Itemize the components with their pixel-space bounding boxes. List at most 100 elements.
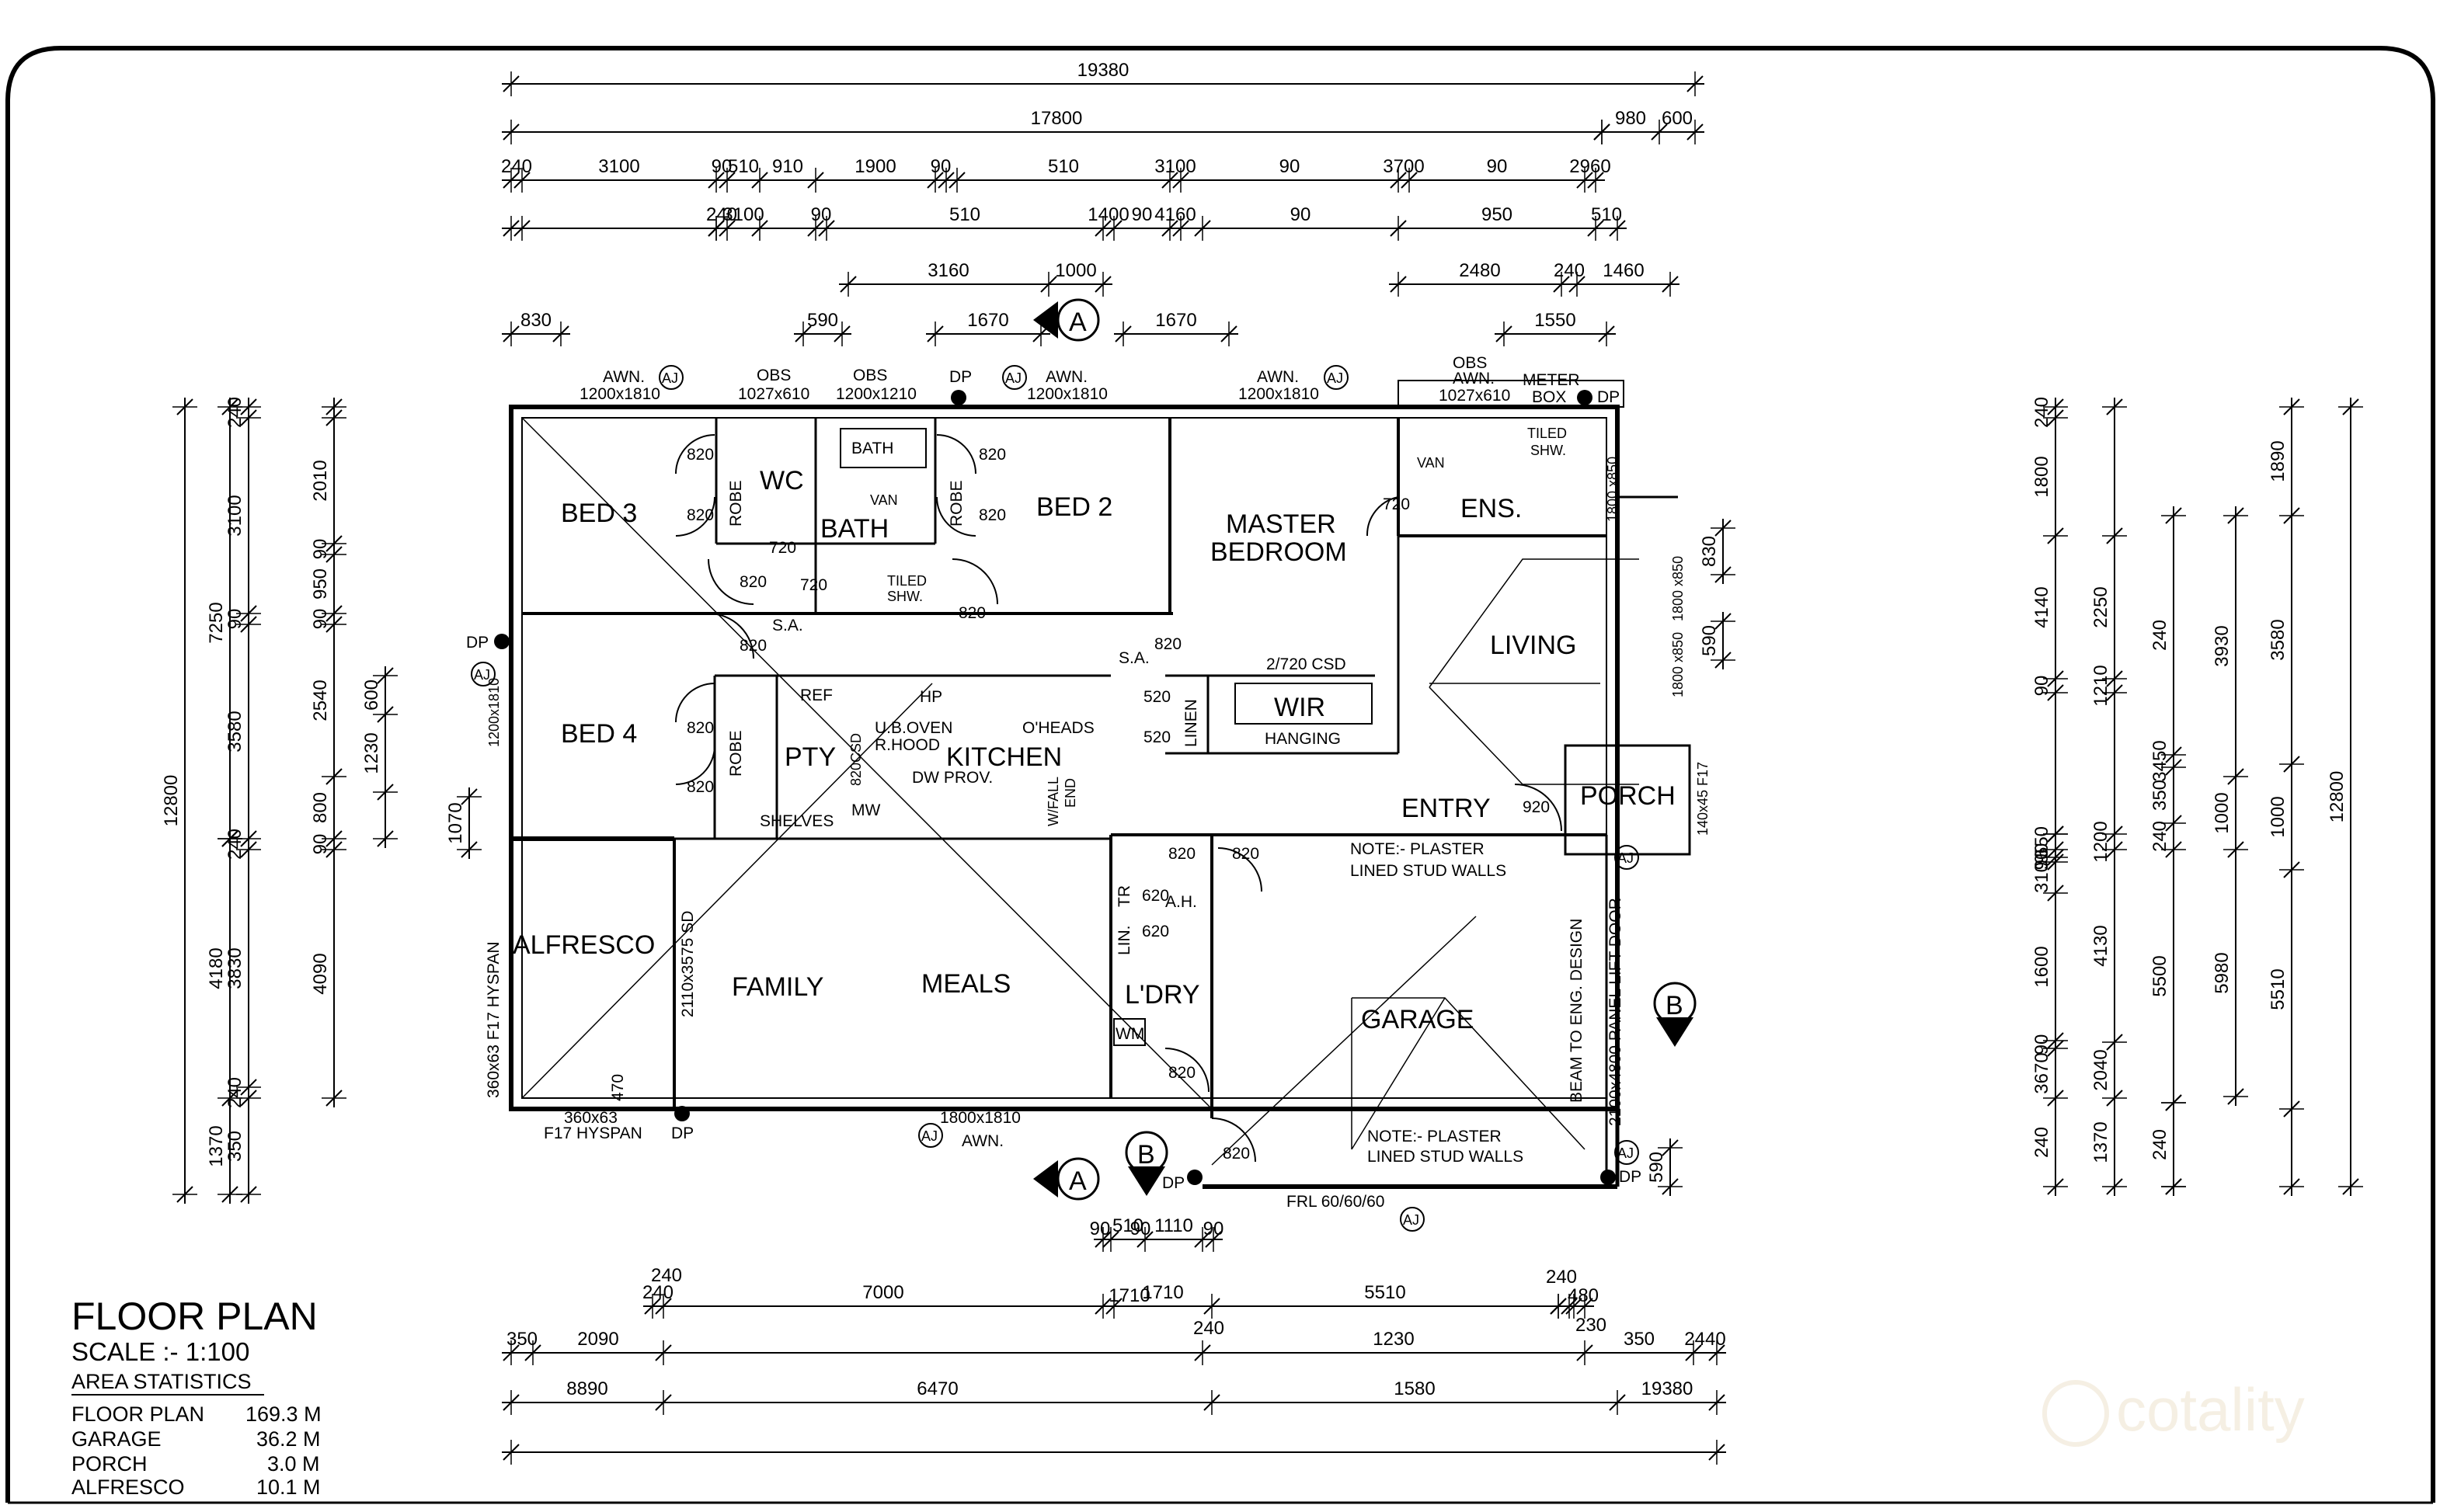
mw-label: MW [851, 801, 880, 819]
hyspan-h1-label: 360x63 [564, 1109, 618, 1127]
room-entry: ENTRY [1401, 794, 1491, 823]
area-label-2: PORCH [71, 1452, 148, 1476]
room-wc: WC [760, 466, 804, 495]
svg-text:820: 820 [959, 604, 986, 622]
dimension-value: 1670 [967, 310, 1008, 331]
dimension-value: 590 [1646, 1152, 1667, 1183]
dimension-value: 6470 [917, 1378, 958, 1399]
dw-prov-label: DW PROV. [912, 769, 993, 787]
svg-text:820: 820 [740, 573, 767, 591]
svg-text:DP: DP [671, 1124, 694, 1142]
dimension-value: 240 [225, 829, 245, 860]
dimension-value: 350 [225, 1131, 245, 1162]
wir-hanging-rail [1234, 683, 1373, 725]
dimension-value: 1200 [2090, 821, 2111, 862]
dimension-value: 5980 [2212, 952, 2233, 993]
svg-text:620: 620 [1142, 887, 1169, 905]
dimension-value: 240 [2031, 1127, 2052, 1158]
awn-label-5: AWN. [962, 1132, 1004, 1150]
svg-text:820: 820 [740, 637, 767, 655]
dimension-value: 1370 [2090, 1121, 2111, 1163]
post-label: 140x45 F17 [1695, 762, 1711, 836]
dimension-value: 7250 [206, 602, 227, 643]
ref-label: REF [800, 686, 833, 704]
room-alfresco: ALFRESCO [513, 930, 655, 960]
ens-window: 1800 x850 [1605, 457, 1620, 522]
svg-text:720: 720 [769, 539, 796, 557]
area-value-0: 169.3 M [245, 1403, 322, 1426]
room-family: FAMILY [732, 972, 823, 1002]
dimension-value: 2960 [1569, 156, 1610, 177]
dimension-value: 480 [1568, 1285, 1599, 1306]
area-label-0: FLOOR PLAN [71, 1403, 204, 1426]
dimension-value: 240 [1546, 1267, 1577, 1288]
dimension-value: 310 [2031, 862, 2052, 893]
dimension-value: 2480 [1459, 260, 1500, 281]
obs-label-3: OBS [1453, 354, 1487, 372]
obs-size-2: 1200x1210 [836, 385, 917, 403]
dimension-value: 90 [2031, 850, 2052, 871]
walls [509, 380, 1691, 1189]
room-meals: MEALS [921, 969, 1011, 999]
area-heading: AREA STATISTICS [71, 1370, 252, 1393]
bath-tub [840, 428, 927, 468]
dimension-value: 1000 [1055, 260, 1096, 281]
note2-line1: NOTE:- PLASTER [1367, 1128, 1502, 1145]
dimension-value: 1110 [1154, 1215, 1193, 1236]
svg-text:620: 620 [1142, 923, 1169, 940]
dimension-value: 1710 [1109, 1285, 1150, 1306]
dimension-value: 830 [520, 310, 552, 331]
dimension-value: 240 [706, 204, 737, 225]
awn-size-5: 1800x1810 [940, 1109, 1021, 1127]
hp-label: HP [920, 688, 942, 706]
dimension-value: 3580 [2268, 619, 2289, 660]
svg-text:A: A [1069, 308, 1087, 337]
dimension-value: 240 [225, 1077, 245, 1108]
dimension-value: 3100 [1154, 156, 1196, 177]
dimension-value: 510 [1591, 204, 1622, 225]
svg-text:720: 720 [1383, 495, 1410, 513]
dimension-value: 7000 [862, 1282, 903, 1303]
living-window-1: 1800 x850 [1670, 556, 1686, 621]
plan-title: FLOOR PLAN [71, 1295, 318, 1338]
dimensions-left: 1280072504180137024031009035802403830240… [161, 397, 482, 1204]
svg-text:AJ: AJ [662, 370, 678, 386]
room-pty: PTY [785, 742, 836, 772]
dimension-value: 1800 [2031, 456, 2052, 497]
area-value-3: 10.1 M [256, 1476, 321, 1499]
dimension-value: 90 [2031, 843, 2052, 864]
dimension-value: 1670 [1155, 310, 1196, 331]
dimension-value: 4160 [1154, 204, 1196, 225]
dimension-value: 1600 [2031, 946, 2052, 987]
svg-text:DP: DP [1619, 1168, 1641, 1186]
dimension-value: 1550 [1534, 310, 1575, 331]
awn-label-3: AWN. [1257, 368, 1299, 386]
obs-label-2: OBS [853, 367, 887, 384]
awn-label-1: AWN. [603, 368, 645, 386]
dimension-value: 90 [2031, 1034, 2052, 1055]
dimension-value: 4140 [2031, 586, 2052, 627]
dimension-value: 12800 [161, 775, 182, 827]
svg-text:AJ: AJ [1327, 370, 1343, 386]
dimension-value: 2040 [2090, 1049, 2111, 1090]
dimension-value: 90 [931, 156, 952, 177]
svg-text:AJ: AJ [1617, 1145, 1634, 1161]
svg-text:820: 820 [687, 506, 714, 524]
svg-text:820: 820 [1232, 845, 1259, 863]
room-ldry: L'DRY [1125, 980, 1200, 1010]
shw-label-bath: SHW. [887, 589, 923, 604]
dimension-value: 1000 [2268, 796, 2289, 837]
dimension-value: 350 [506, 1329, 538, 1350]
dimension-value: 3670 [2031, 1052, 2052, 1093]
dimension-value: 90 [310, 609, 331, 630]
dimension-value: 3450 [2149, 740, 2170, 781]
dimension-value: 1580 [1394, 1378, 1435, 1399]
svg-text:B: B [1137, 1140, 1155, 1170]
area-value-1: 36.2 M [256, 1427, 321, 1451]
shw-label-ens: SHW. [1530, 443, 1566, 458]
dimension-value: 240 [501, 156, 532, 177]
dimension-value: 1890 [2268, 440, 2289, 481]
svg-text:820: 820 [1154, 635, 1182, 653]
dimension-value: 2250 [2090, 586, 2111, 627]
